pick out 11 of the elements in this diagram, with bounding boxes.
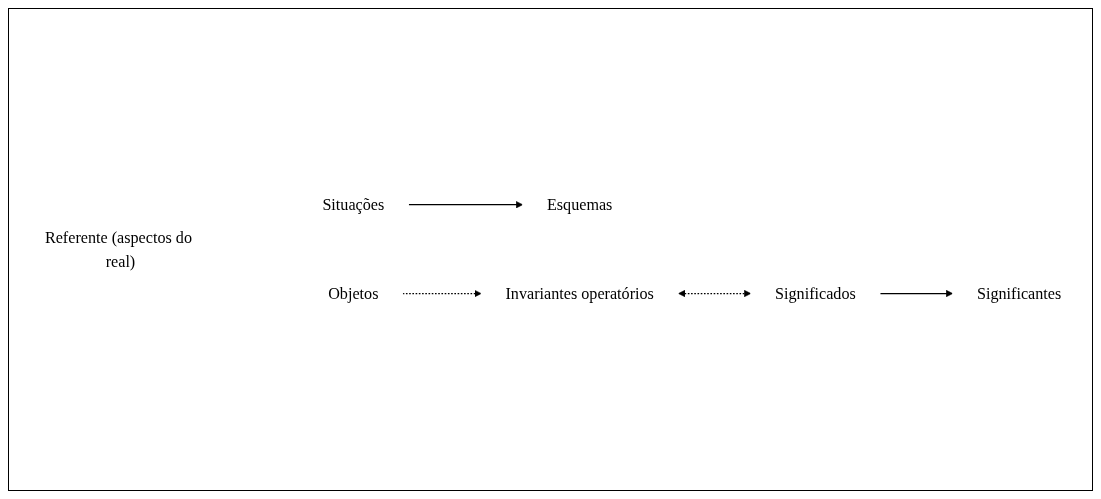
arrow — [678, 290, 752, 298]
node-text: Significantes — [976, 285, 1062, 303]
node-text: Situações — [322, 196, 385, 214]
arrow — [407, 201, 523, 209]
node-text: Objetos — [328, 285, 379, 303]
node-text: Significados — [775, 285, 856, 303]
node-text: Esquemas — [546, 196, 613, 214]
arrow — [402, 290, 482, 298]
node-text: Referente (aspectos do real) — [44, 228, 192, 271]
arrow — [879, 290, 954, 298]
node-text: Invariantes operatórios — [505, 285, 654, 303]
